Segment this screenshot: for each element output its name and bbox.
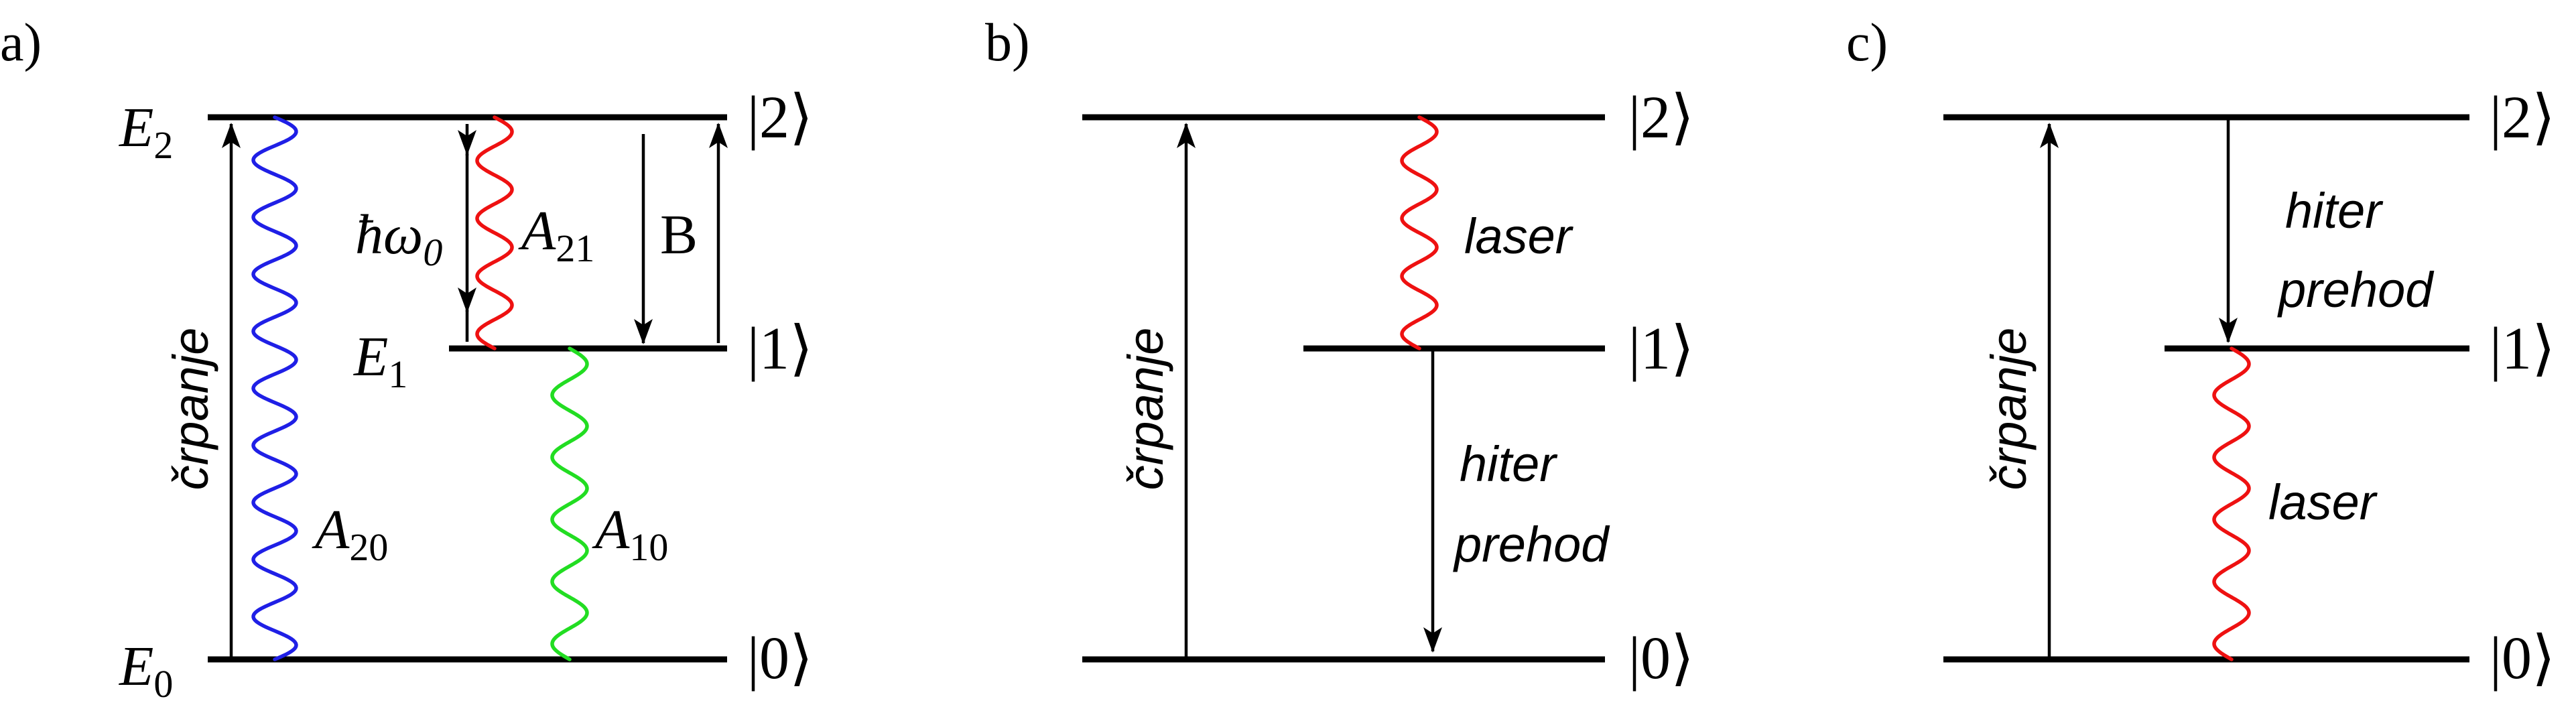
fast-label-line1: hiter [2285, 183, 2384, 239]
panel-a-label: a) [0, 13, 42, 72]
panel-c: c) |2⟩ |1⟩ |0⟩ črpanje hiter prehod lase… [1846, 13, 2555, 692]
ket-1: |1⟩ [747, 316, 813, 382]
wave-laser [2212, 346, 2251, 661]
ket-0: |0⟩ [747, 625, 813, 692]
ket-2: |2⟩ [747, 84, 813, 151]
ket-0: |0⟩ [2490, 625, 2555, 692]
a20-label: A20 [312, 499, 388, 569]
pump-label: črpanje [163, 328, 218, 491]
wave-a10 [550, 346, 589, 661]
fast-label-line2: prehod [2277, 262, 2435, 318]
ket-2: |2⟩ [1628, 84, 1694, 151]
hw-label: ħω0 [355, 204, 442, 274]
laser-label: laser [2268, 474, 2378, 530]
label-e1: E1 [353, 326, 407, 396]
laser-label: laser [1464, 208, 1574, 264]
panel-c-label: c) [1846, 13, 1888, 72]
panel-a: a) E2 E1 E0 |2⟩ |1⟩ |0⟩ črpanje ħω0 A21 … [0, 13, 813, 706]
wave-laser [1400, 115, 1439, 350]
pump-label: črpanje [1981, 328, 2037, 491]
label-e2: E2 [119, 96, 173, 167]
panel-b-label: b) [985, 13, 1030, 72]
ket-1: |1⟩ [1628, 316, 1694, 382]
a10-label: A10 [592, 499, 668, 569]
b-label: B [660, 204, 698, 266]
a21-label: A21 [518, 200, 594, 270]
wave-a21 [475, 115, 514, 350]
ket-1: |1⟩ [2490, 316, 2555, 382]
fast-label-line1: hiter [1460, 436, 1558, 492]
pump-label: črpanje [1118, 328, 1173, 491]
ket-2: |2⟩ [2490, 84, 2555, 151]
ket-0: |0⟩ [1628, 625, 1694, 692]
panel-b: b) |2⟩ |1⟩ |0⟩ črpanje laser hiter preho… [985, 13, 1694, 692]
wave-a20 [251, 115, 298, 661]
label-e0: E0 [119, 635, 173, 706]
fast-label-line2: prehod [1453, 517, 1610, 572]
